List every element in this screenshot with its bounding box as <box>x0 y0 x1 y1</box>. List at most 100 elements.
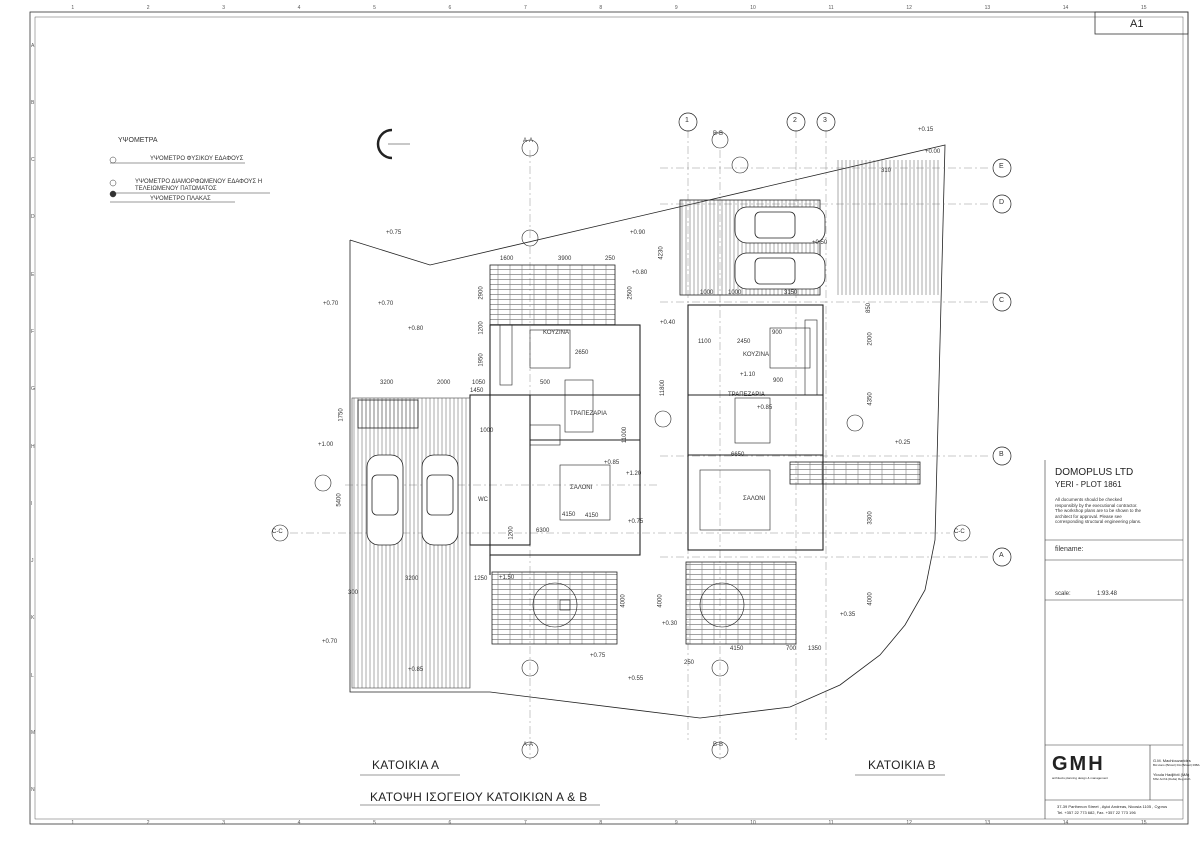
level-mark: +0.85 <box>604 460 620 466</box>
border-number: 11 <box>828 820 834 826</box>
dimension-label: 2650 <box>575 350 589 356</box>
section-bb-bottom: B-B <box>713 742 724 748</box>
grid-bubbles <box>678 112 1012 567</box>
dimension-label: 6650 <box>731 452 745 458</box>
level-mark: +0.55 <box>628 676 644 682</box>
border-number: 11 <box>828 5 834 11</box>
border-number: 12 <box>906 820 912 826</box>
level-mark: +1.50 <box>499 575 515 581</box>
dimension-label: 1000 <box>480 428 494 434</box>
grid-label-3: 3 <box>823 117 827 124</box>
dimension-label: 1000 <box>728 290 742 296</box>
dimension-label: 1950 <box>478 353 485 367</box>
legend-lines <box>109 156 945 806</box>
border-letter: I <box>31 500 33 507</box>
legend-heading: ΥΨΟΜΕΤΡΑ <box>118 137 158 144</box>
level-mark: +0.70 <box>322 639 338 645</box>
legend-item-formed: ΥΨΟΜΕΤΡΟ ΔΙΑΜΟΡΦΩΜΕΝΟΥ ΕΔΑΦΟΥΣ Η <box>135 179 263 185</box>
border-number: 1 <box>71 5 75 11</box>
dimension-label: 1750 <box>338 408 345 422</box>
dimension-label: 6300 <box>536 528 550 534</box>
house-a-label: ΚΑΤΟΙΚΙΑ Α <box>372 758 440 772</box>
house-b-side-terrace <box>789 461 921 485</box>
title-block-frame <box>1044 460 1183 819</box>
dimension-label: 3300 <box>867 511 874 525</box>
level-mark: +0.00 <box>925 149 941 155</box>
person-name: G.M. Machlouzarides <box>1153 758 1191 763</box>
dimension-label: 4230 <box>658 246 665 260</box>
room-label: ΣΑΛΟΝΙ <box>570 485 593 491</box>
dimension-label: 2000 <box>437 380 451 386</box>
section-bb-top: B-B <box>713 131 724 137</box>
furniture-a <box>499 324 611 628</box>
level-mark: +0.75 <box>590 653 606 659</box>
border-letter: H <box>31 443 35 450</box>
border-numbers-top: 1 2 3 4 5 6 7 8 9 10 11 12 13 14 15 <box>35 5 1183 11</box>
level-mark: +0.90 <box>630 230 646 236</box>
border-number: 5 <box>373 820 376 826</box>
dimension-label: 5400 <box>336 493 343 507</box>
site-boundary <box>349 144 946 719</box>
level-mark: +0.75 <box>386 230 402 236</box>
company-name: DOMOPLUS LTD <box>1055 467 1134 478</box>
level-mark: +0.70 <box>378 301 394 307</box>
dimension-label: 300 <box>348 590 359 596</box>
border-number: 13 <box>984 820 991 826</box>
grid-label-c: C <box>999 297 1005 304</box>
grid-label-a: A <box>999 552 1004 559</box>
dimension-label: 1250 <box>474 576 488 582</box>
level-mark: +0.15 <box>918 127 934 133</box>
border-letters-left: A B C D E F G H I J K L M N <box>31 17 35 819</box>
border-number: 3 <box>222 820 225 826</box>
border-number: 4 <box>297 820 301 826</box>
sheet-size-label: A1 <box>1130 18 1144 30</box>
border-letter: K <box>31 615 35 622</box>
room-label: ΤΡΑΠΕΖΑΡΙΑ <box>728 392 765 398</box>
border-number: 10 <box>750 5 756 11</box>
border-letter: F <box>31 329 35 336</box>
legend-item-finished: ΤΕΛΕΙΩΜΕΝΟΥ ΠΑΤΩΜΑΤΟΣ <box>135 186 217 192</box>
level-mark: +1.10 <box>740 372 756 378</box>
border-letter: J <box>31 558 34 565</box>
house-a-carport-inner <box>357 399 419 429</box>
border-number: 7 <box>523 820 527 826</box>
border-number: 7 <box>523 5 527 11</box>
level-mark: +0.35 <box>840 612 856 618</box>
border-number: 6 <box>448 820 452 826</box>
grid-label-e: E <box>999 163 1004 170</box>
level-mark: +0.40 <box>660 320 676 326</box>
level-mark: +0.85 <box>408 667 424 673</box>
border-number: 14 <box>1062 5 1069 11</box>
border-number: 3 <box>222 5 225 11</box>
dimension-label: 1200 <box>478 321 485 335</box>
level-mark: +0.30 <box>662 621 678 627</box>
dimension-label: 1350 <box>808 646 822 652</box>
person-credentials: BA Hons (Bristol) DA (Bristol) RIBA <box>1153 763 1200 767</box>
border-number: 8 <box>599 820 603 826</box>
level-mark: +0.80 <box>408 326 424 332</box>
dimension-label: 3200 <box>405 576 419 582</box>
dimension-label: 1050 <box>472 380 486 386</box>
border-number: 2 <box>146 820 150 826</box>
firm-tagline: architects planning design & management <box>1052 776 1108 780</box>
dimension-label: 4150 <box>562 512 576 518</box>
firm-contact: Tel. +357 22 773 682, Fax. +357 22 773 1… <box>1057 810 1136 815</box>
border-number: 8 <box>599 5 603 11</box>
house-a-bottom-terrace <box>491 571 618 645</box>
dimension-label: 11800 <box>660 379 667 397</box>
dimension-label: 4150 <box>730 646 744 652</box>
border-number: 12 <box>906 5 912 11</box>
border-number: 4 <box>297 5 301 11</box>
level-mark: +0.70 <box>323 301 339 307</box>
dimension-label: 1000 <box>700 290 714 296</box>
legend-item-slab: ΥΨΟΜΕΤΡΟ ΠΛΑΚΑΣ <box>150 196 211 202</box>
level-mark: +1.20 <box>626 471 642 477</box>
section-aa-bottom: A-A <box>523 742 534 748</box>
border-numbers-bottom: 1 2 3 4 5 6 7 8 9 10 11 12 13 14 15 <box>35 820 1183 826</box>
dimension-label: 2500 <box>627 286 634 300</box>
level-mark: +1.00 <box>318 442 334 448</box>
floor-plan <box>271 112 1012 760</box>
house-b-driveway-hatch <box>835 160 940 295</box>
legend-item-natural: ΥΨΟΜΕΤΡΟ ΦΥΣΙΚΟΥ ΕΔΑΦΟΥΣ <box>150 156 244 162</box>
